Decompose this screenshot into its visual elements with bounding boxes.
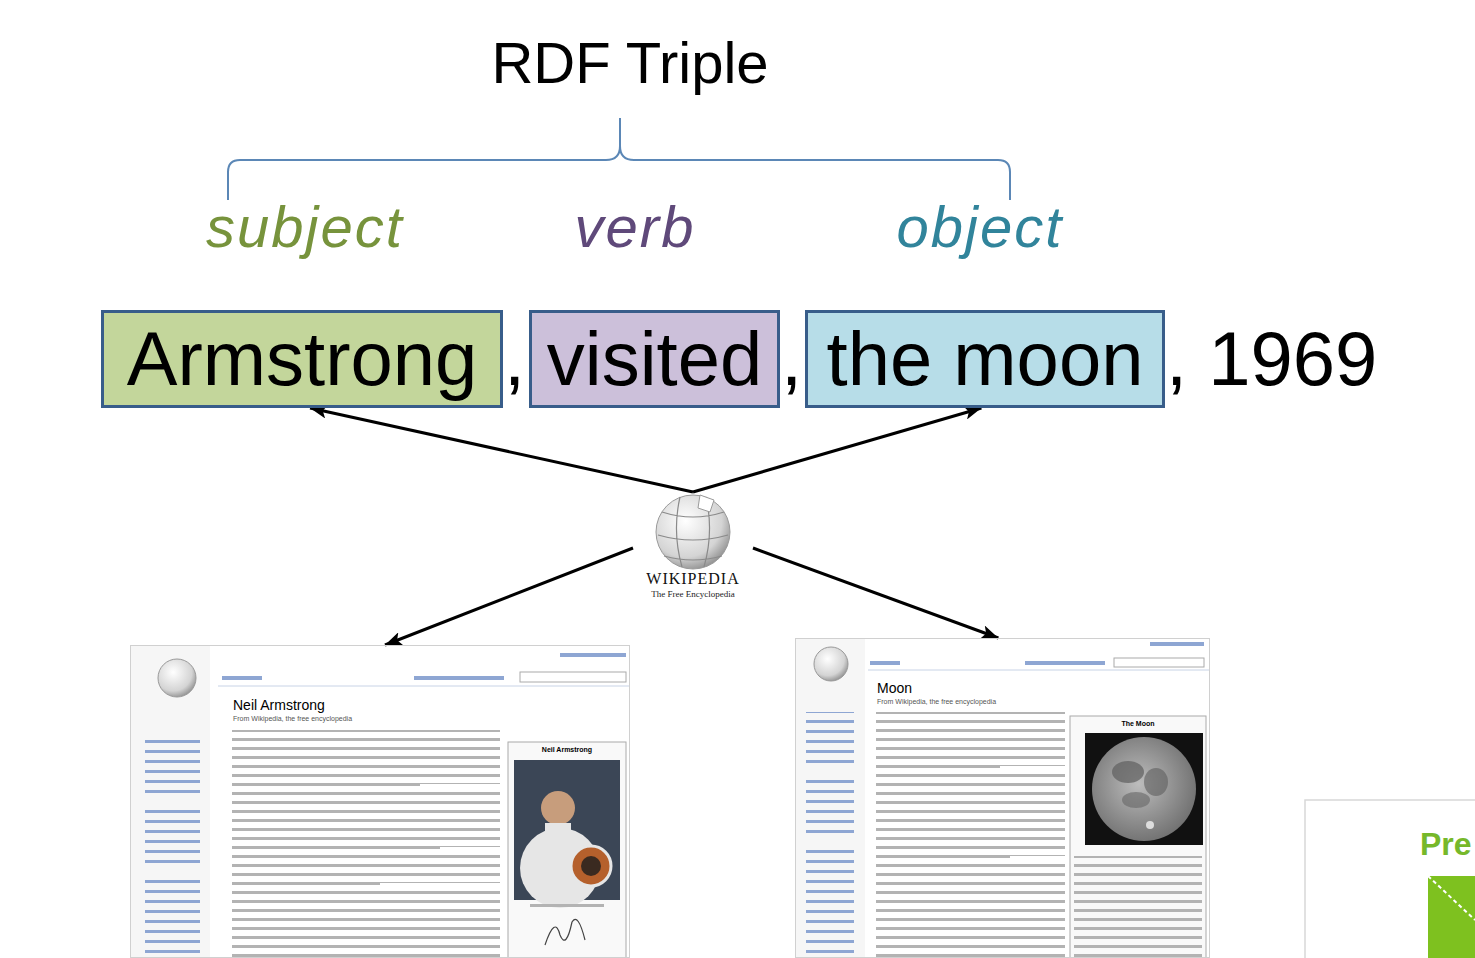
role-label: verb bbox=[575, 198, 696, 256]
node-text: Neil Armstrong bbox=[233, 696, 629, 714]
connector-arrow bbox=[385, 548, 633, 645]
node-text: From Wikipedia, the free encyclopedia bbox=[233, 714, 629, 724]
connector-arrow bbox=[753, 548, 998, 638]
infobox-caption: Neil Armstrong bbox=[542, 746, 592, 754]
role-label: object bbox=[897, 198, 1064, 256]
screenshot-moon bbox=[795, 638, 1210, 958]
connector-arrow bbox=[693, 408, 981, 492]
year-label: , 1969 bbox=[1166, 321, 1377, 397]
infobox-caption: The Moon bbox=[1121, 720, 1154, 728]
triple-subject-box: Armstrong bbox=[101, 310, 503, 408]
node-text: The Free Encyclopedia bbox=[651, 589, 734, 599]
node-text: WIKIPEDIA bbox=[646, 570, 739, 588]
partial-slide bbox=[1305, 800, 1475, 958]
node-text: visited bbox=[547, 321, 762, 397]
node-text: From Wikipedia, the free encyclopedia bbox=[877, 697, 1209, 707]
screenshot-neil-armstrong bbox=[130, 645, 630, 958]
node-text: Armstrong bbox=[127, 321, 478, 397]
diagram-title: RDF Triple bbox=[491, 34, 768, 92]
node-text: Moon bbox=[877, 679, 1209, 697]
wikipedia-logo: WIKIPEDIAThe Free Encyclopedia bbox=[633, 492, 753, 604]
bracket bbox=[228, 118, 1010, 200]
wikipedia-screenshot: MoonFrom Wikipedia, the free encyclopedi… bbox=[795, 638, 1210, 958]
separator: , bbox=[781, 321, 802, 397]
wikipedia-screenshot: Neil ArmstrongFrom Wikipedia, the free e… bbox=[130, 645, 630, 958]
node-text: the moon bbox=[827, 321, 1144, 397]
triple-verb-box: visited bbox=[529, 310, 780, 408]
separator: , bbox=[504, 321, 525, 397]
role-label: subject bbox=[206, 198, 404, 256]
connector-arrow bbox=[310, 408, 693, 492]
wikipedia-globe bbox=[633, 492, 753, 604]
partial-slide-text: Pre bbox=[1420, 828, 1472, 860]
triple-object-box: the moon bbox=[805, 310, 1165, 408]
